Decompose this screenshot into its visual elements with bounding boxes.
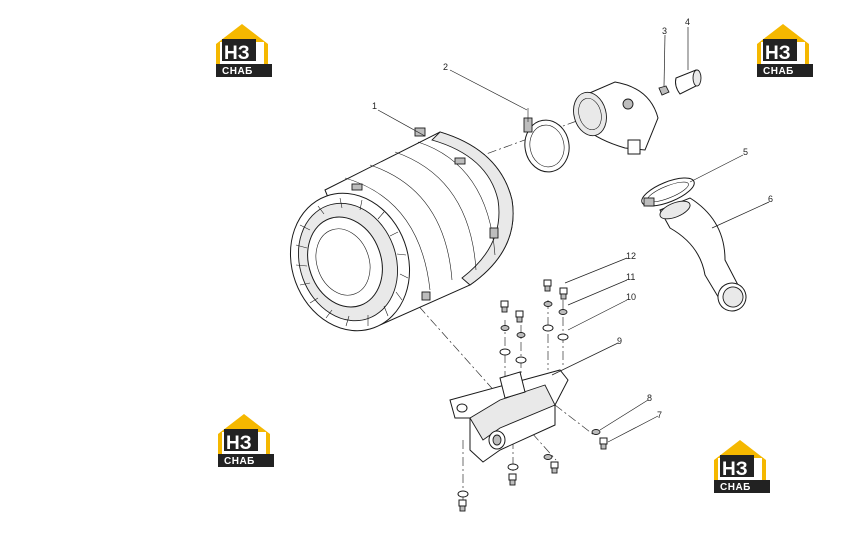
washer bbox=[499, 348, 511, 356]
lock-washer bbox=[516, 332, 526, 338]
lock-washer bbox=[558, 309, 568, 315]
bolt bbox=[515, 310, 524, 323]
callout-5: 5 bbox=[743, 147, 748, 157]
watermark-logo-top-left: НЗ СНАБ bbox=[216, 24, 272, 77]
fitting bbox=[658, 85, 670, 96]
restriction-indicator bbox=[675, 69, 702, 95]
watermark-logo-top-right: НЗ СНАБ bbox=[757, 24, 813, 77]
callout-1: 1 bbox=[372, 101, 377, 111]
watermark-logo-text: НЗ bbox=[722, 459, 748, 480]
lock-washer bbox=[543, 454, 553, 460]
watermark-logo-text: НЗ bbox=[226, 433, 252, 454]
bolt bbox=[550, 461, 559, 474]
mounting-bracket bbox=[449, 369, 569, 463]
callout-4: 4 bbox=[685, 17, 690, 27]
outlet-elbow bbox=[573, 81, 659, 155]
air-filter-housing bbox=[289, 127, 514, 332]
watermark-logo-bottom-right: НЗ СНАБ bbox=[714, 440, 770, 493]
watermark-logo-subtext: СНАБ bbox=[720, 482, 751, 493]
bolt bbox=[458, 499, 467, 512]
clamp-ring bbox=[641, 177, 695, 207]
lock-washer bbox=[591, 429, 601, 435]
bolt bbox=[559, 287, 568, 300]
lock-washer bbox=[543, 301, 553, 307]
washer bbox=[457, 490, 469, 498]
hose-clamp bbox=[523, 108, 570, 173]
watermark-logo-subtext: СНАБ bbox=[224, 456, 255, 467]
watermark-logo-text: НЗ bbox=[224, 43, 250, 64]
callout-11: 11 bbox=[626, 272, 635, 282]
callout-2: 2 bbox=[443, 62, 448, 72]
bolt bbox=[500, 300, 509, 313]
watermark-logo-subtext: СНАБ bbox=[222, 66, 253, 77]
fasteners bbox=[457, 279, 608, 512]
washer bbox=[515, 356, 527, 364]
watermark-logo-subtext: СНАБ bbox=[763, 66, 794, 77]
callout-8: 8 bbox=[647, 393, 652, 403]
callout-9: 9 bbox=[617, 336, 622, 346]
leader-lines bbox=[377, 27, 770, 443]
watermark-logo-text: НЗ bbox=[765, 43, 791, 64]
bolt bbox=[543, 279, 552, 292]
callout-labels: 1 2 3 4 5 6 7 8 9 10 11 12 bbox=[372, 17, 773, 420]
callout-3: 3 bbox=[662, 26, 667, 36]
bolt bbox=[599, 437, 608, 450]
washer bbox=[507, 463, 519, 471]
washer bbox=[557, 333, 569, 341]
washer bbox=[542, 324, 554, 332]
lock-washer bbox=[500, 325, 510, 331]
callout-10: 10 bbox=[626, 292, 636, 302]
bolt bbox=[508, 473, 517, 486]
watermark-logo-bottom-left: НЗ СНАБ bbox=[218, 414, 274, 467]
callout-12: 12 bbox=[626, 251, 636, 261]
intake-hose bbox=[659, 197, 747, 312]
callout-6: 6 bbox=[768, 194, 773, 204]
callout-7: 7 bbox=[657, 410, 662, 420]
